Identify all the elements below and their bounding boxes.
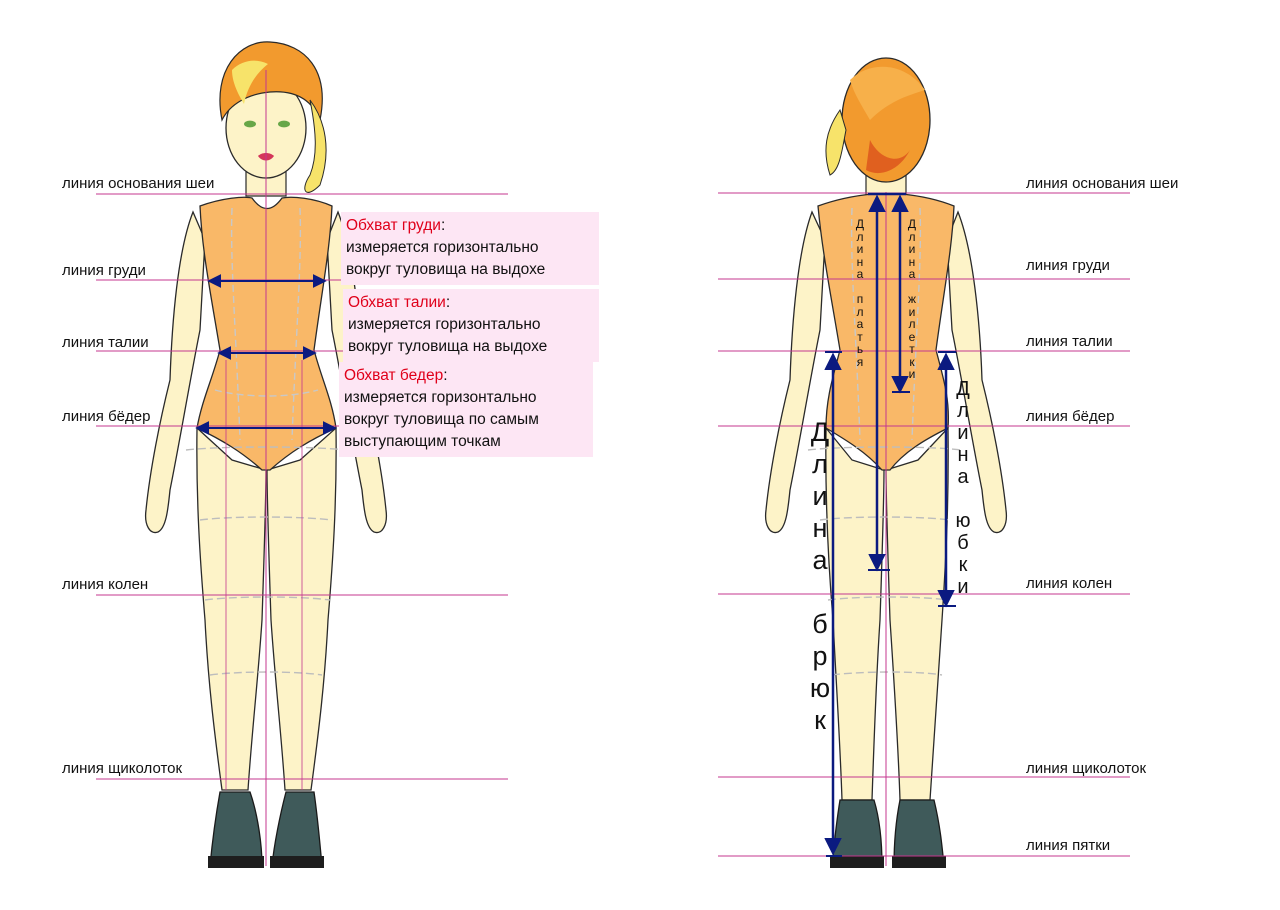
chest-girth-title: Обхват груди (346, 217, 441, 234)
front-label-waist: линия талии (62, 334, 149, 351)
hip-girth-title: Обхват бедер (344, 367, 444, 384)
waist-girth-title: Обхват талии (348, 294, 446, 311)
front-label-chest: линия груди (62, 262, 146, 279)
back-left-arm (764, 210, 826, 534)
chest-girth-note: Обхват груди: измеряется горизонтально в… (341, 212, 599, 285)
back-guide-lines (718, 192, 1130, 857)
front-hair (219, 41, 323, 123)
front-left-boot (209, 791, 263, 867)
back-right-arm (946, 210, 1008, 534)
hip-girth-note: Обхват бедер: измеряется горизонтально в… (339, 362, 593, 457)
front-girth-arrows (195, 274, 337, 435)
front-label-hips: линия бёдер (62, 408, 151, 425)
front-right-leg (266, 426, 337, 791)
back-label-knees: линия колен (1026, 575, 1113, 592)
back-right-leg (885, 426, 949, 801)
back-length-arrows (824, 192, 956, 857)
front-label-ankles: линия щиколоток (62, 760, 183, 777)
front-left-arm (144, 210, 206, 534)
front-label-neck: линия основания шеи (62, 175, 215, 192)
back-label-ankles: линия щиколоток (1026, 760, 1147, 777)
back-label-heel: линия пятки (1026, 837, 1111, 854)
front-left-leg (196, 426, 267, 791)
waist-girth-note: Обхват талии: измеряется горизонтально в… (343, 289, 599, 362)
back-label-waist: линия талии (1026, 333, 1113, 350)
back-label-hips: линия бёдер (1026, 408, 1115, 425)
back-left-leg (825, 426, 885, 801)
back-label-chest: линия груди (1026, 257, 1110, 274)
back-label-neck: линия основания шеи (1026, 175, 1179, 192)
front-label-knees: линия колен (62, 576, 149, 593)
front-right-boot (271, 791, 323, 867)
